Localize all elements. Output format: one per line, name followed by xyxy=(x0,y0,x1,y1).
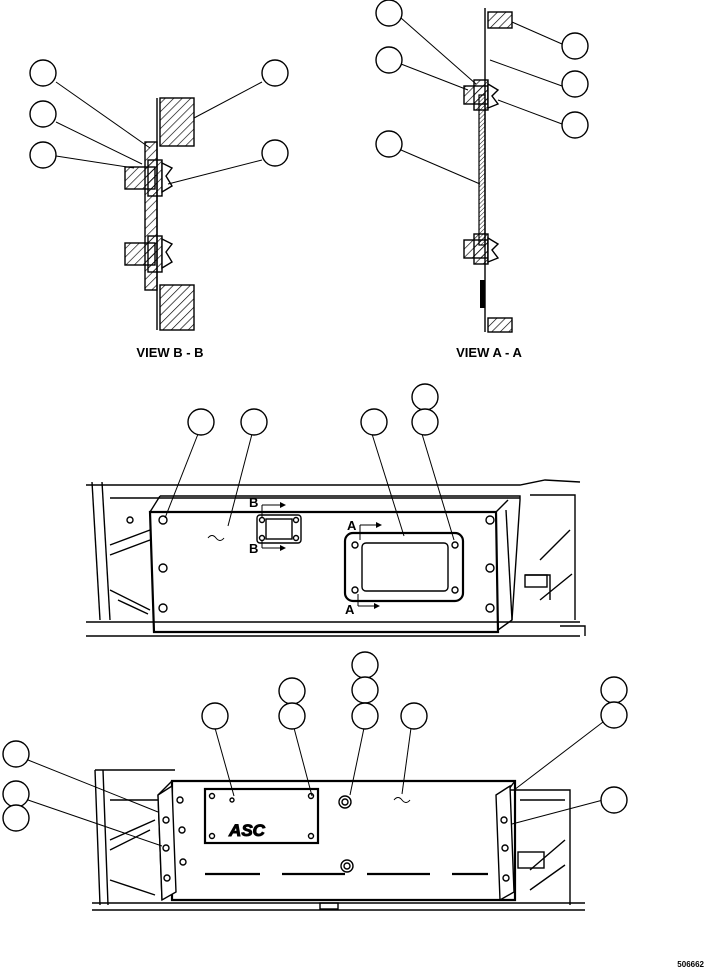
seal-strip xyxy=(480,280,485,308)
large-access-plate xyxy=(343,531,465,603)
frame-block-bottom xyxy=(487,317,513,333)
fastener-body-lower xyxy=(473,233,489,265)
callout-balloon xyxy=(561,32,589,60)
callout-balloon xyxy=(261,139,289,167)
figure-number: 506662 xyxy=(677,960,704,969)
right-bracket xyxy=(495,784,515,902)
callout-balloon xyxy=(600,676,628,704)
section-mark-b: B xyxy=(249,541,258,556)
callout-balloon xyxy=(600,701,628,729)
section-mark-b: B xyxy=(249,495,258,510)
callout-balloon xyxy=(411,383,439,411)
bolt xyxy=(485,603,495,613)
washer-upper xyxy=(487,82,500,110)
callout-balloon xyxy=(240,408,268,436)
view-b-section: VIEW B - B xyxy=(29,59,289,360)
bolt xyxy=(158,515,168,525)
middle-assembly: B B A A xyxy=(86,383,586,637)
left-bracket xyxy=(157,784,177,902)
callout-balloon xyxy=(2,780,30,808)
asc-plate xyxy=(203,787,320,845)
section-mark-a: A xyxy=(345,602,355,617)
callout-balloon xyxy=(201,702,229,730)
nut-upper xyxy=(147,159,163,197)
frame-block-bottom xyxy=(159,284,195,331)
callout-balloon xyxy=(29,59,57,87)
bolt xyxy=(158,563,168,573)
callout-balloon xyxy=(351,702,379,730)
bottom-assembly: ASC xyxy=(2,651,628,911)
callout-balloon xyxy=(2,740,30,768)
view-a-label: VIEW A - A xyxy=(456,345,522,360)
washer-upper xyxy=(161,161,174,194)
callout-balloon xyxy=(351,651,379,679)
small-access-plate xyxy=(256,514,302,544)
callout-balloon xyxy=(375,130,403,158)
bolt xyxy=(485,563,495,573)
frame-block-top xyxy=(487,11,513,29)
nut-lower xyxy=(147,235,163,273)
callout-balloon xyxy=(360,408,388,436)
view-b-label: VIEW B - B xyxy=(136,345,203,360)
view-a-section: VIEW A - A xyxy=(375,0,589,360)
washer-lower xyxy=(161,237,174,270)
callout-balloon xyxy=(278,677,306,705)
callout-balloon xyxy=(561,111,589,139)
callout-balloon xyxy=(400,702,428,730)
callout-balloon xyxy=(600,786,628,814)
bolt xyxy=(485,515,495,525)
fitting xyxy=(340,859,354,873)
callout-balloon xyxy=(29,141,57,169)
fitting xyxy=(338,795,352,809)
bolt xyxy=(158,603,168,613)
callout-balloon xyxy=(411,408,439,436)
callout-balloon xyxy=(2,804,30,832)
section-mark-a: A xyxy=(347,518,357,533)
callout-balloon xyxy=(375,46,403,74)
callout-balloon xyxy=(561,70,589,98)
cover-panel xyxy=(148,510,500,634)
callout-balloon xyxy=(29,100,57,128)
cover-panel xyxy=(478,94,486,246)
callout-balloon xyxy=(375,0,403,27)
callout-balloon xyxy=(261,59,289,87)
callout-balloon xyxy=(187,408,215,436)
asc-logo: ASC xyxy=(228,821,266,840)
fastener-body-upper xyxy=(473,79,489,111)
callout-balloon xyxy=(278,702,306,730)
callout-balloon xyxy=(351,676,379,704)
frame-block-top xyxy=(159,97,195,147)
washer-lower xyxy=(487,236,500,264)
